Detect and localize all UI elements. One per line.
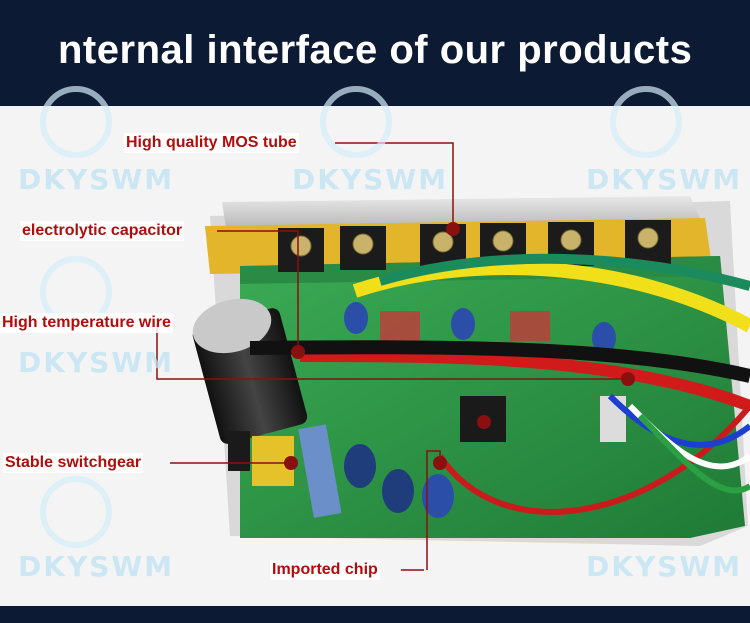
callout-stable-switchgear: Stable switchgear bbox=[3, 453, 144, 473]
callout-mos-tube: High quality MOS tube bbox=[124, 133, 299, 153]
callout-high-temperature-wire: High temperature wire bbox=[0, 313, 173, 333]
header-banner: nternal interface of our products bbox=[0, 0, 750, 106]
watermark-text: DKYSWM bbox=[18, 163, 175, 196]
footer-bar bbox=[0, 606, 750, 623]
callout-imported-chip: Imported chip bbox=[270, 560, 380, 580]
product-photo: DKYSWM DKYSWM DKYSWM DKYSWM DKYSWM DKYSW… bbox=[0, 86, 750, 606]
watermark-text: DKYSWM bbox=[18, 346, 175, 379]
watermark-logo bbox=[610, 86, 682, 158]
watermark-text: DKYSWM bbox=[292, 163, 449, 196]
watermark-logo bbox=[320, 86, 392, 158]
callout-dots bbox=[284, 222, 635, 470]
watermark-logo bbox=[40, 86, 112, 158]
watermark-text: DKYSWM bbox=[18, 550, 175, 583]
watermark-text: DKYSWM bbox=[586, 550, 743, 583]
callout-electrolytic-capacitor: electrolytic capacitor bbox=[20, 221, 185, 241]
page-title: nternal interface of our products bbox=[58, 28, 693, 72]
watermark-text: DKYSWM bbox=[586, 163, 743, 196]
controller-board-illustration bbox=[0, 106, 750, 606]
watermark-logo bbox=[40, 476, 112, 548]
